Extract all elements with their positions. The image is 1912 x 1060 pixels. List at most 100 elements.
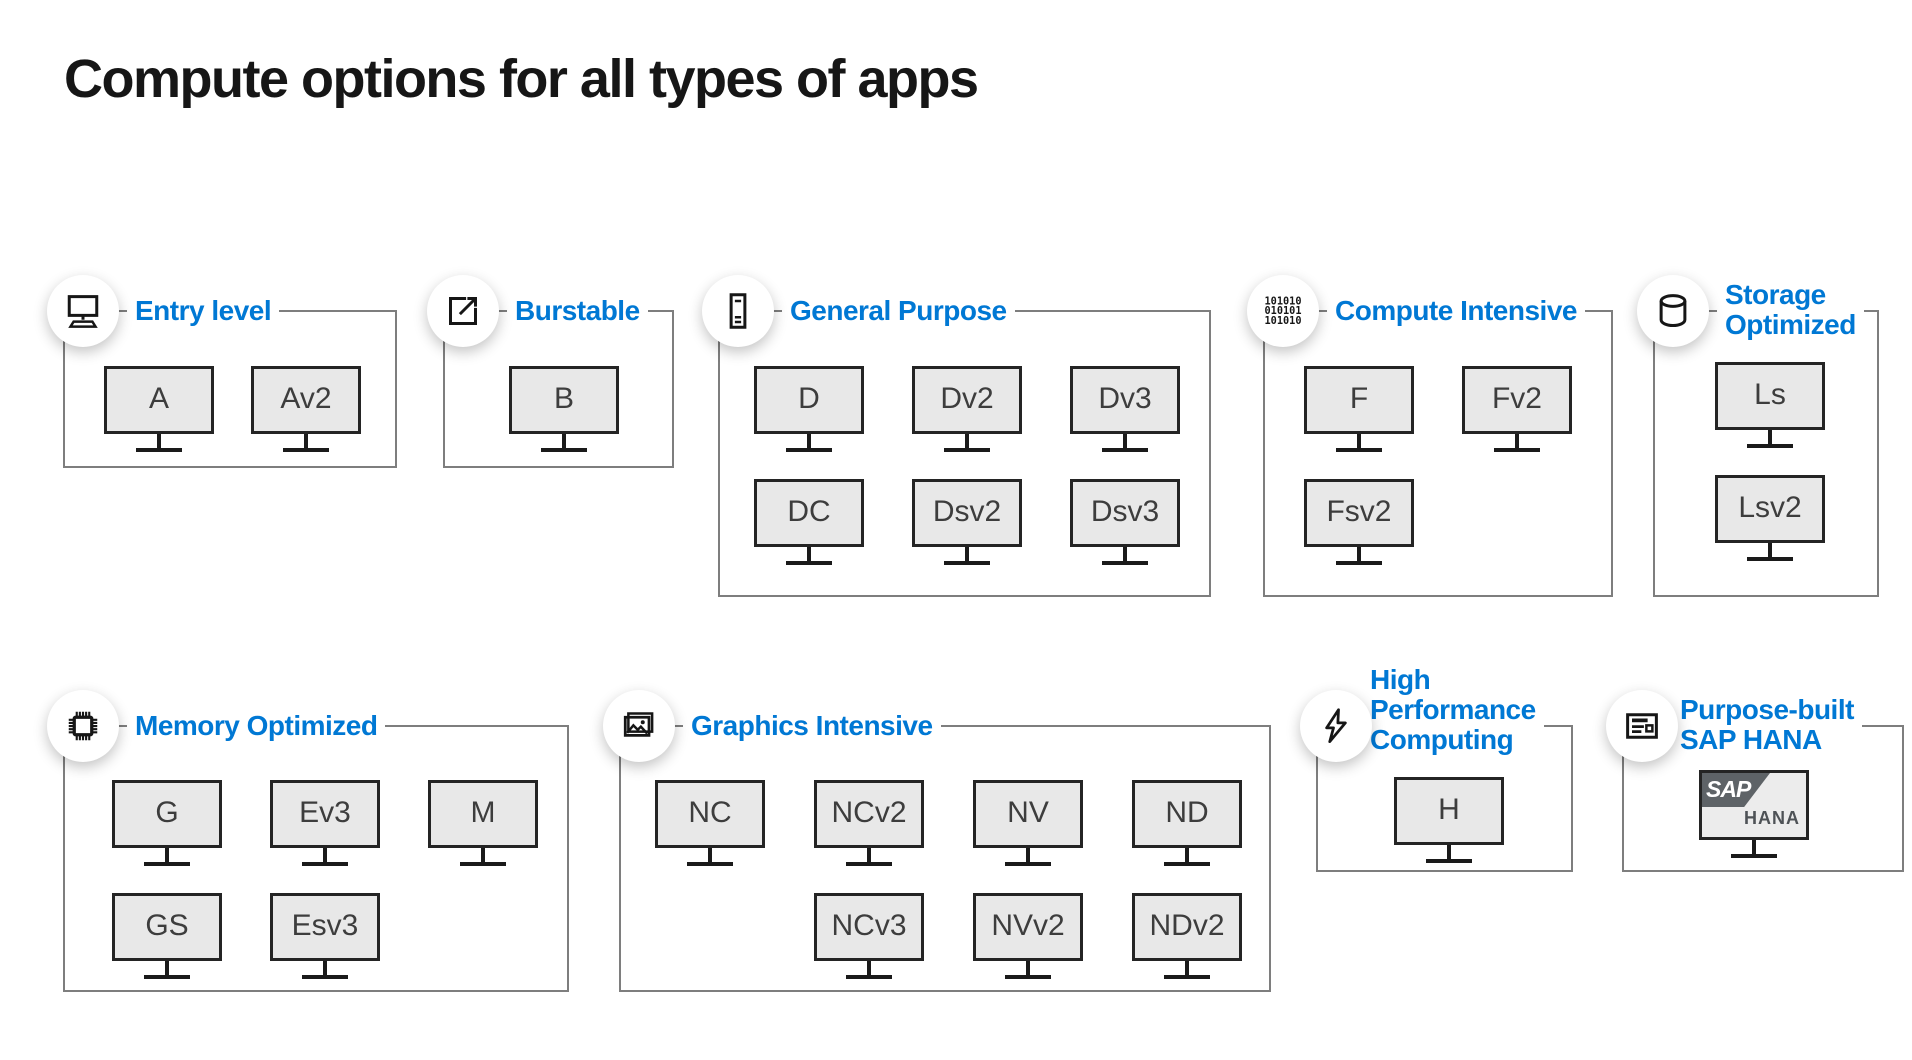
vm-screen: A bbox=[104, 366, 214, 434]
group-title-entry-level: Entry level bbox=[127, 294, 280, 328]
monitor-GS: GS bbox=[112, 893, 222, 979]
group-title-storage-optimized: Storage Optimized bbox=[1717, 280, 1864, 340]
monitor-stand bbox=[509, 434, 619, 452]
monitor-NVv2: NVv2 bbox=[973, 893, 1083, 979]
vm-label: GS bbox=[145, 909, 189, 942]
group-compute-intensive: 101010 010101 101010 Compute Intensive F… bbox=[1247, 275, 1613, 597]
vm-label: D bbox=[798, 382, 820, 415]
monitor-ND: ND bbox=[1132, 780, 1242, 866]
monitor-stand bbox=[912, 434, 1022, 452]
vm-label: Lsv2 bbox=[1738, 491, 1802, 524]
vm-screen: NCv3 bbox=[814, 893, 924, 961]
sap-product-text: HANA bbox=[1744, 808, 1800, 828]
monitor-stand bbox=[912, 547, 1022, 565]
vm-label: NV bbox=[1007, 796, 1049, 829]
monitor-B: B bbox=[509, 366, 619, 452]
monitor-stand bbox=[754, 434, 864, 452]
monitor-stand bbox=[973, 848, 1083, 866]
vm-label: G bbox=[155, 796, 179, 829]
vm-screen: Ev3 bbox=[270, 780, 380, 848]
group-title-general-purpose: General Purpose bbox=[782, 294, 1015, 328]
monitor-stand bbox=[1462, 434, 1572, 452]
group-title-text: Graphics Intensive bbox=[691, 710, 933, 741]
monitor-Dsv3: Dsv3 bbox=[1070, 479, 1180, 565]
group-title-text: Performance bbox=[1370, 694, 1536, 725]
vm-label: NCv3 bbox=[831, 909, 907, 942]
vm-screen: NC bbox=[655, 780, 765, 848]
vm-label: Esv3 bbox=[291, 909, 359, 942]
vm-label: H bbox=[1438, 793, 1460, 826]
monitor-SAP-HANA: SAP HANA bbox=[1699, 770, 1809, 858]
page-title: Compute options for all types of apps bbox=[64, 49, 979, 109]
group-purpose-built-sap-hana: Purpose-built SAP HANA SAP HANA bbox=[1606, 690, 1904, 872]
monitor-NV: NV bbox=[973, 780, 1083, 866]
vm-label: Fsv2 bbox=[1326, 495, 1392, 528]
group-title-compute-intensive: Compute Intensive bbox=[1327, 294, 1585, 328]
monitor-NC: NC bbox=[655, 780, 765, 866]
monitor-NCv3: NCv3 bbox=[814, 893, 924, 979]
monitor-stand bbox=[1070, 547, 1180, 565]
memory-chip-icon bbox=[47, 690, 119, 762]
monitor-Dsv2: Dsv2 bbox=[912, 479, 1022, 565]
vm-screen: B bbox=[509, 366, 619, 434]
svg-text:101010: 101010 bbox=[1264, 315, 1301, 327]
group-title-text: High bbox=[1370, 664, 1431, 695]
server-tower-icon bbox=[702, 275, 774, 347]
vm-screen: F bbox=[1304, 366, 1414, 434]
group-title-text: Memory Optimized bbox=[135, 710, 378, 741]
vm-label: A bbox=[148, 382, 169, 415]
news-form-icon bbox=[1606, 690, 1678, 762]
monitor-stand bbox=[1715, 543, 1825, 561]
vm-label: DC bbox=[787, 495, 831, 528]
group-title-high-performance-computing: High Performance Computing bbox=[1362, 665, 1544, 755]
vm-label: NCv2 bbox=[831, 796, 907, 829]
vm-screen: Fv2 bbox=[1462, 366, 1572, 434]
monitor-stand bbox=[814, 848, 924, 866]
svg-text:010101: 010101 bbox=[1264, 305, 1301, 317]
group-title-text: SAP HANA bbox=[1680, 724, 1822, 755]
group-title-memory-optimized: Memory Optimized bbox=[127, 709, 386, 743]
monitor-stand bbox=[112, 848, 222, 866]
monitor-NCv2: NCv2 bbox=[814, 780, 924, 866]
monitor-stand bbox=[1699, 840, 1809, 858]
group-title-text: Purpose-built bbox=[1680, 694, 1854, 725]
monitor-Ev3: Ev3 bbox=[270, 780, 380, 866]
monitor-Fv2: Fv2 bbox=[1462, 366, 1572, 452]
group-title-text: Optimized bbox=[1725, 309, 1856, 340]
group-title-text: Burstable bbox=[515, 295, 640, 326]
vm-screen: H bbox=[1394, 777, 1504, 845]
vm-label: Av2 bbox=[280, 382, 332, 415]
monitor-stand bbox=[251, 434, 361, 452]
group-title-text: Storage bbox=[1725, 279, 1826, 310]
monitor-stand bbox=[1304, 434, 1414, 452]
monitor-stand bbox=[112, 961, 222, 979]
group-high-performance-computing: High Performance Computing H bbox=[1300, 665, 1573, 872]
group-entry-level: Entry level A Av2 bbox=[47, 275, 397, 468]
group-storage-optimized: Storage Optimized Ls Lsv2 bbox=[1637, 275, 1879, 597]
expand-arrow-icon bbox=[427, 275, 499, 347]
monitor-stand bbox=[1070, 434, 1180, 452]
vm-screen: ND bbox=[1132, 780, 1242, 848]
vm-screen: DC bbox=[754, 479, 864, 547]
monitor-F: F bbox=[1304, 366, 1414, 452]
monitor-Dv3: Dv3 bbox=[1070, 366, 1180, 452]
monitor-stand bbox=[104, 434, 214, 452]
group-title-text: Compute Intensive bbox=[1335, 295, 1577, 326]
group-memory-optimized: Memory Optimized G Ev3 M GS Esv3 bbox=[47, 690, 569, 992]
vm-screen: Dv2 bbox=[912, 366, 1022, 434]
monitor-D: D bbox=[754, 366, 864, 452]
monitor-stand bbox=[1132, 961, 1242, 979]
svg-text:101010: 101010 bbox=[1264, 295, 1301, 307]
vm-screen: Dsv2 bbox=[912, 479, 1022, 547]
vm-screen: Lsv2 bbox=[1715, 475, 1825, 543]
vm-screen: Av2 bbox=[251, 366, 361, 434]
monitor-Lsv2: Lsv2 bbox=[1715, 475, 1825, 561]
vm-label: Ls bbox=[1754, 378, 1786, 411]
vm-screen: NVv2 bbox=[973, 893, 1083, 961]
vm-screen: Dv3 bbox=[1070, 366, 1180, 434]
monitor-Dv2: Dv2 bbox=[912, 366, 1022, 452]
vm-label: Dv2 bbox=[940, 382, 994, 415]
vm-screen: D bbox=[754, 366, 864, 434]
group-graphics-intensive: Graphics Intensive NC NCv2 NV ND NCv3 NV… bbox=[603, 690, 1271, 992]
